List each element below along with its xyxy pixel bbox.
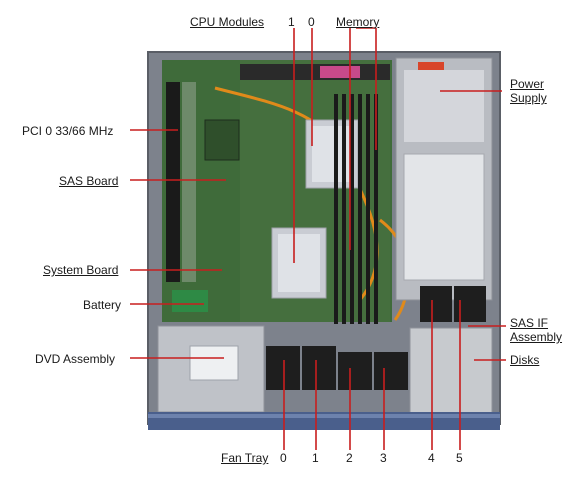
label-sas-if-line1: SAS IF — [510, 316, 549, 330]
leader-lines — [130, 27, 506, 450]
label-dvd-assembly: DVD Assembly — [35, 352, 116, 366]
label-power-supply-line2: Supply — [510, 91, 547, 105]
label-power-supply-line1: Power — [510, 77, 545, 91]
label-pci: PCI 0 33/66 MHz — [22, 124, 114, 138]
label-cpu-1: 1 — [288, 15, 295, 29]
label-fan-2: 2 — [346, 451, 353, 465]
label-system-board: System Board — [43, 263, 119, 277]
memory-dimms — [334, 94, 378, 324]
label-battery: Battery — [83, 298, 122, 312]
label-disks: Disks — [510, 353, 540, 367]
sas-board-chip — [204, 119, 240, 161]
battery — [172, 290, 208, 312]
label-fan-3: 3 — [380, 451, 387, 465]
label-sas-board: SAS Board — [59, 174, 119, 188]
label-fan-4: 4 — [428, 451, 435, 465]
label-fan-0: 0 — [280, 451, 287, 465]
label-cpu-modules: CPU Modules — [190, 15, 265, 29]
label-memory: Memory — [336, 15, 380, 29]
label-fan-tray: Fan Tray — [221, 451, 269, 465]
disks-bay — [409, 327, 493, 417]
label-fan-5: 5 — [456, 451, 463, 465]
label-sas-if-line2: Assembly — [510, 330, 563, 344]
label-cpu-0: 0 — [308, 15, 315, 29]
label-fan-1: 1 — [312, 451, 319, 465]
pci-slot — [166, 82, 180, 282]
